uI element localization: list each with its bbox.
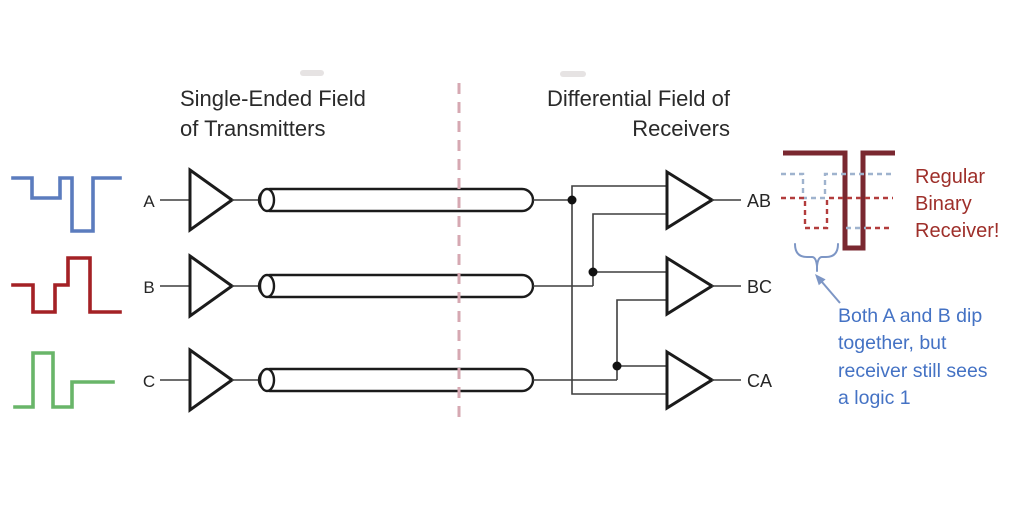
output-label-ca: CA bbox=[747, 371, 772, 391]
receivers-title-line2: Receivers bbox=[632, 116, 730, 141]
dip-annotation-line2: together, but bbox=[838, 332, 947, 354]
transmission-line-endcap bbox=[258, 367, 276, 393]
transmitters-title-line2: of Transmitters bbox=[180, 116, 325, 141]
receiver-note-line1: Regular bbox=[915, 166, 985, 188]
transmission-line-endcap bbox=[258, 273, 276, 299]
received-signal-solid-trace bbox=[783, 150, 895, 251]
transmission-line-body bbox=[257, 273, 535, 299]
transmitter-buffer-a bbox=[188, 167, 235, 233]
receiver-note-line3: Receiver! bbox=[915, 220, 999, 242]
waveform-signal-c bbox=[13, 351, 115, 409]
signal-a-dashed-trace bbox=[781, 172, 893, 200]
callout-arrowhead-icon bbox=[815, 274, 826, 286]
transmission-line-body bbox=[257, 367, 535, 393]
dip-annotation-line3: receiver still sees bbox=[838, 360, 988, 382]
dip-annotation-line1: Both A and B dip bbox=[838, 305, 982, 327]
net-c-bus bbox=[616, 299, 667, 380]
receiver-ab bbox=[665, 169, 715, 231]
junction-dot-b bbox=[588, 267, 598, 277]
output-label-bc: BC bbox=[747, 277, 772, 297]
transmitters-title-line1: Single-Ended Field bbox=[180, 86, 366, 111]
transmission-line-endcap bbox=[258, 187, 276, 213]
artifact-smudge bbox=[300, 70, 324, 76]
callout-arrow-line bbox=[821, 281, 841, 304]
receivers-title-line1: Differential Field of bbox=[547, 86, 731, 111]
waveform-signal-b bbox=[11, 256, 122, 314]
receiver-bc bbox=[665, 255, 715, 317]
net-a-bus bbox=[571, 185, 667, 395]
net-b-bus bbox=[592, 213, 667, 286]
transmitter-buffer-c bbox=[188, 347, 235, 413]
receiver-note-line2: Binary bbox=[915, 193, 972, 215]
output-label-ab: AB bbox=[747, 191, 771, 211]
transmission-line-b bbox=[257, 273, 535, 299]
junction-dot-c bbox=[612, 361, 622, 371]
dip-window-brace bbox=[794, 243, 839, 272]
dip-annotation-line4: a logic 1 bbox=[838, 387, 911, 409]
transmitter-buffer-b bbox=[188, 253, 235, 319]
signal-label-a: A bbox=[143, 192, 155, 211]
signal-label-c: C bbox=[143, 372, 155, 391]
junction-dot-a bbox=[567, 195, 577, 205]
transmission-line-a bbox=[257, 187, 535, 213]
artifact-smudge bbox=[560, 71, 586, 77]
transmission-line-c bbox=[257, 367, 535, 393]
waveform-signal-a bbox=[11, 176, 122, 233]
transmission-line-body bbox=[257, 187, 535, 213]
signal-b-dashed-trace bbox=[781, 196, 893, 230]
receiver-ca bbox=[665, 349, 715, 411]
signal-label-b: B bbox=[143, 278, 154, 297]
